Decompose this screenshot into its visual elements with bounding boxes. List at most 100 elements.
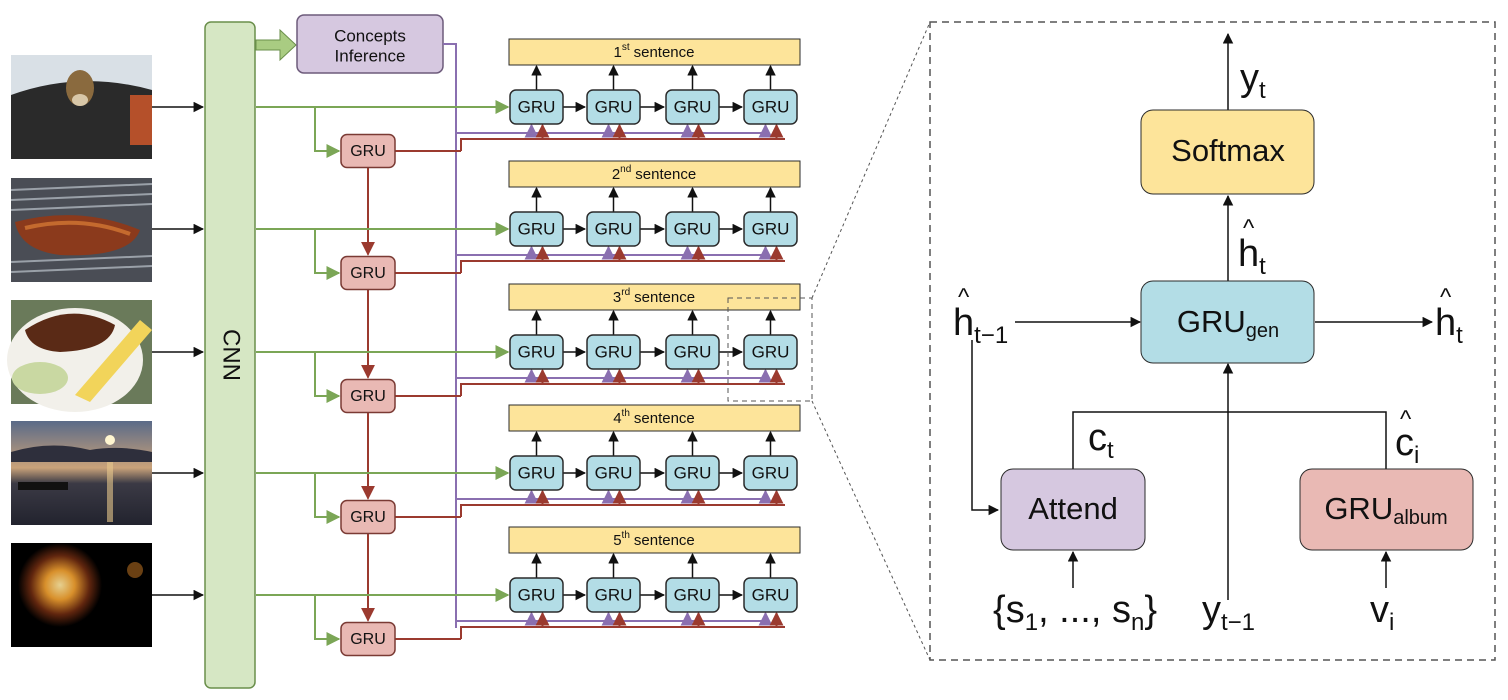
sentence-gru-label: GRU [518,342,556,361]
h-prev-to-attend-arrow [971,340,1000,516]
sentence-gru-label: GRU [752,219,790,238]
sentence-gru-r1-c2: GRU [586,89,641,125]
sentence-gru-label: GRU [674,463,712,482]
sentence-gru-box [743,334,798,370]
gru-gen-label: GRU [1177,304,1246,339]
sentence-gru-label: GRU [518,463,556,482]
sentence-gru-r3-c3: GRU [665,334,720,370]
zoom-region [727,297,813,402]
image-sunset-over-lake [11,421,152,525]
sentence-gru-r2-c1: GRU [509,211,564,247]
h-hat-out-label: ht [1435,302,1463,349]
sentence-gru-label: GRU [595,463,633,482]
album-state-bus-1 [460,138,785,151]
h-hat-out-caret: ^ [1440,284,1452,311]
sentence-gru-box [509,334,564,370]
sentence-gru-r5-c1: GRU [509,577,564,613]
sentence-gru-label: GRU [674,342,712,361]
album-gru-box-1 [340,133,396,169]
sentence-gru-box [509,455,564,491]
sentence-gru-r4-c1: GRU [509,455,564,491]
sentence-gru-label: GRU [518,585,556,604]
sentence-bar-box-2 [508,160,801,188]
album-gru-1: GRU [340,133,396,169]
image-to-cnn-arrows [152,101,205,601]
sentence-gru-box [665,577,720,613]
v-i-label: vi [1370,589,1394,636]
zoom-indicator [727,21,931,661]
sentence-gru-box [743,211,798,247]
sentence-gru-r4-c4: GRU [743,455,798,491]
sentence-gru-label: GRU [595,219,633,238]
sentence-gru-box [586,89,641,125]
sentence-gru-r3-c2: GRU [586,334,641,370]
album-gru-5: GRU [340,621,396,657]
detail-panel: Softmax GRUgen Attend GRUalbum yt ht ^ h… [929,21,1496,661]
sentence-gru-r4-c3: GRU [665,455,720,491]
context-ct-label: ct [1088,417,1114,464]
sentence-gru-label: GRU [674,97,712,116]
sentence-gru-r5-c3: GRU [665,577,720,613]
gru-album-box [1299,468,1474,551]
sentence-gru-r3-c1: GRU [509,334,564,370]
sentence-gru-box [509,89,564,125]
album-gru-label: GRU [350,388,386,405]
album-gru-2: GRU [340,255,396,291]
concepts-inference-block: Concepts Inference [255,14,444,74]
sentence-gru-box [665,211,720,247]
context-ci-label: ci [1395,422,1419,469]
image-ribs-and-corn-plate [7,300,152,412]
attend-label: Attend [1028,491,1118,526]
sentence-gru-r4-c2: GRU [586,455,641,491]
sentence-gru-box [509,211,564,247]
gru-gen-box [1140,280,1315,364]
sentence-gru-box [743,455,798,491]
sentence-gru-r5-c2: GRU [586,577,641,613]
image-grilled-ribs [10,178,153,282]
cnn-to-album-line-1 [314,107,341,158]
album-gru-label: GRU [350,143,386,160]
sentence-gru-box [743,89,798,125]
cnn-to-album-line-2 [314,229,341,280]
sentence-gru-box [586,455,641,491]
sentence-bar-box-3 [508,283,801,311]
sentence-gru-box [586,577,641,613]
sentence-gru-label: GRU [518,219,556,238]
image-dog-in-car [11,55,152,159]
softmax-label: Softmax [1171,133,1285,168]
album-gru-4: GRU [340,499,396,535]
sentence-gru-label: GRU [674,585,712,604]
sentence-gru-label: GRU [674,219,712,238]
sentence-gru-label: GRU [595,585,633,604]
sentence-gru-box [665,89,720,125]
album-gru-3: GRU [340,378,396,414]
concepts-label-line2: Inference [335,46,406,65]
softmax-box [1140,109,1315,195]
sentence-gru-r1-c1: GRU [509,89,564,125]
gru-album-label: GRU [1324,491,1393,526]
sentence-gru-r2-c4: GRU [743,211,798,247]
concepts-label-line1: Concepts [334,26,406,45]
sentence-gru-r1-c4: GRU [743,89,798,125]
sentence-gru-label: GRU [752,342,790,361]
sentence-set-label: {s1, ..., sn} [993,589,1157,636]
sentence-gru-box [509,577,564,613]
sentence-gru-label: GRU [518,97,556,116]
gru-gen-label-group: GRUgen [1177,304,1279,342]
output-yt-label: yt [1240,57,1266,104]
cnn-block: CNN [204,21,256,689]
album-gru-box-5 [340,621,396,657]
sentence-gru-label: GRU [595,342,633,361]
sentence-gru-box [665,334,720,370]
